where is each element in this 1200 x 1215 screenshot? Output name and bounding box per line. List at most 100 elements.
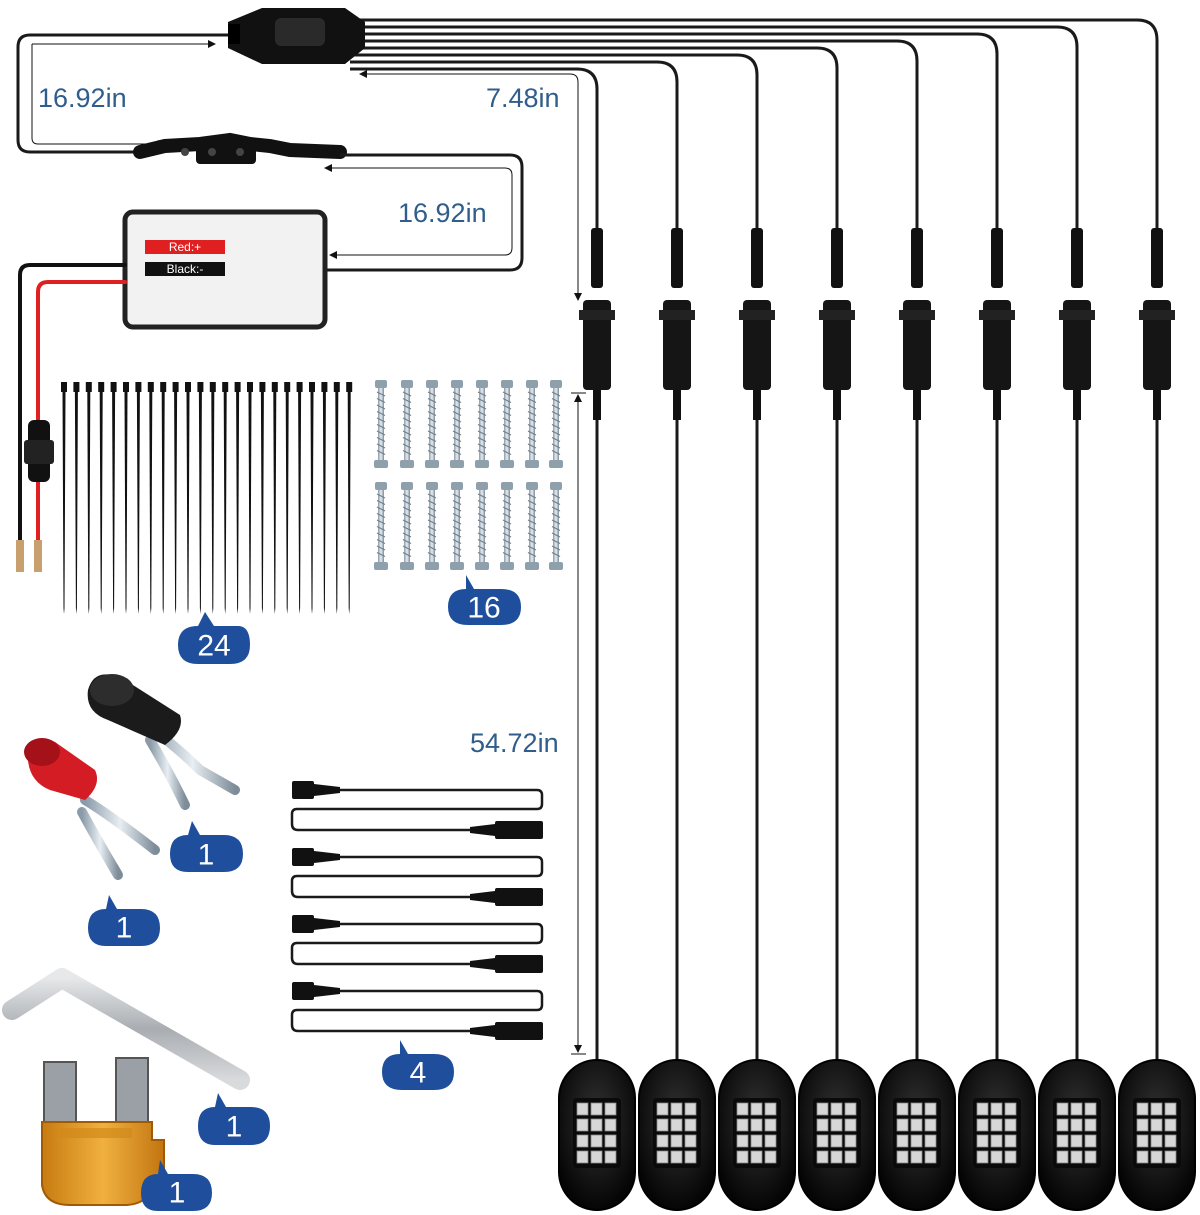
pod-connector-latch: [979, 310, 1015, 320]
screw-thread: [502, 436, 512, 443]
badge-screws: 16: [448, 575, 521, 625]
cable-tie-head: [284, 382, 291, 392]
pod-connector-body: [903, 300, 931, 390]
extension-plug-left: [292, 915, 314, 933]
screw-thread: [551, 519, 561, 525]
screw-thread: [477, 506, 487, 512]
pod-led-chip: [764, 1134, 777, 1148]
screw-thread: [551, 443, 561, 449]
pod-connector-sleeve: [591, 228, 603, 288]
pod-led-chip: [924, 1118, 937, 1132]
screw-nut: [374, 562, 388, 570]
cable-tie-strap: [161, 392, 165, 614]
screw-thread: [477, 397, 487, 404]
cable-tie: [321, 382, 328, 614]
cable-tie: [160, 382, 167, 614]
screw-head: [501, 380, 513, 388]
screw-thread: [452, 551, 462, 558]
screw-nut: [549, 460, 563, 468]
extension-boot-right: [470, 891, 495, 903]
screw-thread: [477, 545, 487, 551]
screw-thread: [477, 404, 487, 410]
pod-led-chip: [590, 1134, 603, 1148]
screw-thread: [527, 430, 537, 436]
cable-tie-head: [135, 382, 142, 392]
badge-label: 1: [169, 1177, 186, 1210]
screw-thread: [376, 423, 386, 430]
extension-cable: [290, 915, 544, 973]
harness-wire: [350, 25, 1079, 235]
screw-thread: [502, 404, 512, 410]
cable-tie: [185, 382, 191, 614]
pod-led-chip: [736, 1134, 749, 1148]
screw-thread: [402, 506, 412, 512]
screw-shaft: [504, 388, 510, 460]
screw-thread: [527, 397, 537, 404]
rock-light-pod: [1118, 228, 1196, 1211]
cable-tie-strap: [149, 392, 153, 614]
badge-extension-cables: 4: [382, 1040, 454, 1090]
badge-label: 1: [226, 1111, 243, 1144]
screw-thread: [376, 410, 386, 417]
screw-thread: [551, 525, 561, 532]
pod-connector-body: [983, 300, 1011, 390]
screw-thread: [452, 525, 462, 532]
pod-connector-tail: [1073, 390, 1081, 420]
pod-led-chip: [1070, 1118, 1083, 1132]
screw-thread: [527, 404, 537, 410]
screw-thread: [551, 430, 561, 436]
cable-tie-head: [110, 382, 117, 392]
screw: [500, 380, 514, 468]
pod-led-chip: [764, 1102, 777, 1116]
pod-connector-body: [743, 300, 771, 390]
pod-connector-tail: [1153, 390, 1161, 420]
cable-tie: [333, 382, 340, 614]
screw-nut: [450, 460, 464, 468]
screw-thread: [376, 519, 386, 525]
extension-cable: [290, 982, 544, 1040]
screw-thread: [452, 493, 462, 499]
screw-thread: [527, 525, 537, 532]
screw-thread: [527, 545, 537, 551]
screw-thread: [376, 404, 386, 410]
pod-led-chip: [670, 1150, 683, 1164]
pod-led-chip: [1056, 1150, 1069, 1164]
badge-red-terminal: 1: [88, 895, 160, 946]
pod-connector-body: [823, 300, 851, 390]
screw-thread: [376, 430, 386, 436]
black-label-text: Black:-: [167, 262, 204, 276]
pod-led-chip: [896, 1150, 909, 1164]
screw-thread: [402, 538, 412, 545]
screw-thread: [427, 436, 437, 443]
screw-thread: [477, 499, 487, 506]
screw-shaft: [378, 388, 384, 460]
screw-thread: [452, 417, 462, 423]
rock-light-pod: [878, 228, 956, 1211]
pod-connector-latch: [579, 310, 615, 320]
pod-connector-sleeve: [831, 228, 843, 288]
screw-thread: [477, 525, 487, 532]
screw-thread: [427, 525, 437, 532]
pod-led-chip: [1070, 1134, 1083, 1148]
screw-thread: [527, 519, 537, 525]
cable-tie-head: [247, 382, 253, 392]
screw-shaft: [429, 388, 435, 460]
screw-nut: [500, 562, 514, 570]
cable-tie: [222, 382, 229, 614]
screw-thread: [527, 449, 537, 456]
pod-led-chip: [656, 1102, 669, 1116]
screw-thread: [502, 493, 512, 499]
pod-led-chip: [1084, 1102, 1097, 1116]
cable-tie-strap: [335, 392, 339, 614]
pod-led-chip: [1150, 1134, 1163, 1148]
screw: [425, 380, 439, 468]
screws: [374, 380, 563, 570]
screw: [425, 482, 439, 570]
screw-thread: [427, 538, 437, 545]
pod-led-chip: [604, 1102, 617, 1116]
pod-led-chip: [1150, 1150, 1163, 1164]
screw-thread: [427, 551, 437, 558]
cable-tie: [259, 382, 266, 614]
pod-led-chip: [736, 1118, 749, 1132]
inline-splitter: [133, 132, 347, 164]
